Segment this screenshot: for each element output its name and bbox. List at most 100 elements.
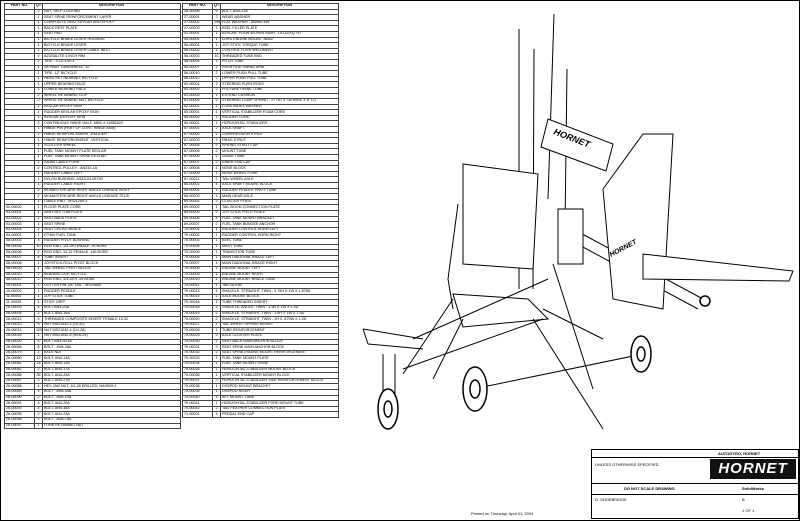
- bom-description: BOLT - AN4-76A: [42, 416, 181, 424]
- bom-description: TUBE REINFORCEMENT: [220, 327, 339, 334]
- bom-description: SEAT SPINE REINFORCEMENT LAYER: [42, 14, 181, 21]
- bom-description: NUT MS21042-3 (10-32): [42, 321, 181, 329]
- sheet-number: 1 OF 1: [742, 508, 755, 513]
- bom-description: RUDDER CORE: [220, 114, 339, 122]
- bom-description: BACK REST PLATE: [42, 25, 181, 32]
- bom-description: HORIZONTAL STABILIZER: [220, 120, 339, 128]
- bom-description: AFT MOUNT TUBE: [220, 394, 339, 402]
- bom-description: MAIN DIAGONAL BRACE RIGHT: [220, 260, 339, 267]
- bom-description: KEVLAR EPOXY SKIN: [42, 103, 181, 111]
- bom-description: PUSH ROD SWING ARM: [220, 64, 339, 72]
- bom-description: FORK INDEX WASHER: [220, 103, 339, 111]
- bom-description: SKYWAY TUBEWHEEL, 12": [42, 64, 181, 72]
- bom-description: BOLT AN3-23A: [42, 305, 181, 312]
- bom-description: BOLT, AN4-13A: [42, 361, 181, 368]
- bom-description: LOWER BEARING RACE: [42, 86, 181, 94]
- bom-description: NUT MS21042-4 (1/4-28): [42, 327, 181, 334]
- bom-description: NUT MS21042-5 (5/16-24): [42, 333, 181, 340]
- bom-description: SHACKLE, ANGLE, TWIN - 1.5H X 1W X 1.5D: [220, 305, 339, 312]
- bom-description: TIRE, 12" BICYCLE: [42, 70, 181, 77]
- bom-description: KEEL FILLER PLATE: [220, 25, 339, 32]
- bom-description: DIGIPOD RISER: [220, 389, 339, 396]
- bom-description: KEVLAR & EPOXY SKIN: [42, 114, 181, 122]
- printed-date-note: Printed on Thursday, April 01, 2004: [471, 511, 534, 516]
- bom-qty: 4: [212, 411, 221, 418]
- bom-description: SHACKLE, STRAIGHT, TWIN - 3.75H X 1W X 1…: [220, 288, 339, 295]
- bom-description: AXLE MOUNT BLOCK: [220, 293, 339, 301]
- bom-description: WHEEL RETAINING NUT, BICYCLE: [42, 98, 181, 105]
- bom-description: WEAR WASHER: [220, 14, 339, 21]
- bom-description: BOLT, AN4-17A: [42, 366, 181, 374]
- bom-description: BOLT, AN4-25A: [42, 372, 181, 379]
- bom-description: EXTEND CUSHION: [220, 92, 339, 100]
- bom-description: COMPOSITE SEAT KEVLAR AND EPOXY: [42, 19, 181, 27]
- bom-description: LOWER PUSH PULL TUBE: [220, 70, 339, 77]
- bom-description: TUBE INSERT: [42, 254, 181, 262]
- bom-description: STEERING COMP SPRING - 27 OD X .08 WIRE …: [220, 98, 339, 105]
- bom-description: UPPER BEARING RACE: [42, 81, 181, 88]
- bom-description: HORIZONTAL STABILIZER FORE MOUNT TUBE: [220, 400, 339, 407]
- bom-description: HORIZONTAL STABILIZER SIDE REINFORCEMENT…: [220, 377, 339, 385]
- bom-description: AXLE NUT: [42, 349, 181, 357]
- bom-description: UPPER PUSH PULL TUBE: [220, 75, 339, 83]
- hornet-logo: HORNET: [710, 459, 796, 479]
- bom-description: ENGINE MOUNT BRACE TUBE: [220, 277, 339, 284]
- bom-description: SHACKLE, STRAIGHT, TWIN - 1H X .875W X 1…: [220, 316, 339, 323]
- bom-description: TAIL BOOM: [220, 282, 339, 290]
- bom-description: JOYSTICK-ROLL PIVOT BLOCK: [42, 260, 181, 267]
- unless-specified-note: UNLESS OTHERWISE SPECIFIED: [595, 462, 659, 467]
- bom-description: TUBE THREADED INSERT: [220, 299, 339, 307]
- autogyro-isometric-drawing: HORNET HORNET: [362, 13, 794, 430]
- bom-description: BOLT - AN4-10A: [42, 394, 181, 402]
